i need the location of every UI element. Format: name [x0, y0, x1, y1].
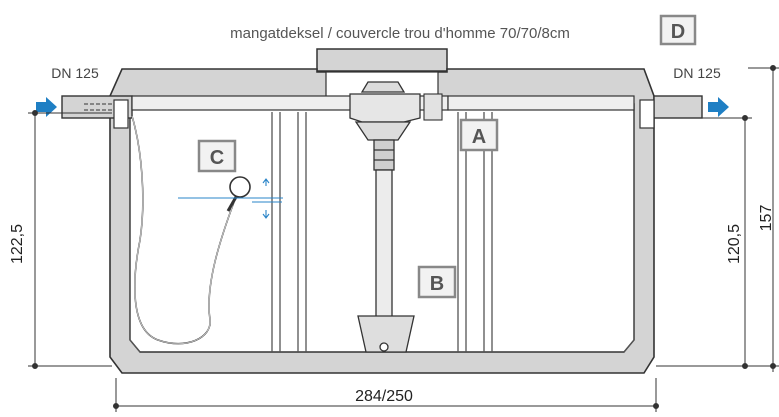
inlet-flow-arrow	[36, 97, 57, 117]
marker-a: A	[459, 118, 499, 152]
svg-text:B: B	[430, 273, 444, 295]
svg-text:A: A	[472, 126, 486, 148]
interior-baffles	[129, 112, 635, 353]
outlet-label: DN 125	[673, 65, 721, 81]
total-height-dimension	[748, 65, 779, 372]
length-dimension	[113, 378, 659, 412]
outlet-height-dimension	[656, 115, 779, 369]
outlet-height-label: 120,5	[726, 224, 743, 264]
central-funnel	[349, 81, 421, 353]
length-label: 284/250	[355, 388, 413, 405]
cover-label: mangatdeksel / couvercle trou d'homme 70…	[230, 25, 570, 42]
inlet-height-dimension	[28, 110, 112, 369]
float-switch	[131, 115, 251, 345]
marker-b: B	[417, 265, 457, 299]
inlet-height-label: 122,5	[9, 224, 26, 264]
manhole-cover	[316, 48, 448, 72]
outlet-flow-arrow	[708, 97, 729, 117]
total-height-label: 157	[758, 205, 775, 232]
water-level-indicator	[178, 178, 283, 219]
svg-text:D: D	[671, 21, 685, 43]
svg-text:C: C	[210, 147, 224, 169]
marker-c: C	[197, 139, 237, 173]
inlet-label: DN 125	[51, 65, 99, 81]
marker-d: D	[659, 14, 697, 46]
